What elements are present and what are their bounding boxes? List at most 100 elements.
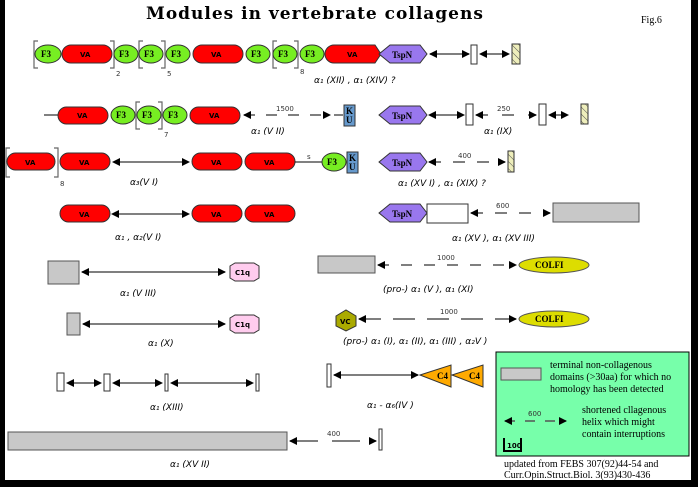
f3-label: F3: [119, 49, 129, 59]
f3-module: [272, 44, 298, 64]
collagen-label: α₁ (IX): [484, 127, 512, 137]
repeat-count: s: [307, 153, 311, 161]
va-module: [57, 106, 109, 125]
c4-label: C4: [437, 371, 448, 381]
nc-small-domain: [326, 363, 332, 388]
repeat-count: 5: [167, 70, 171, 78]
tspn-module: [378, 44, 428, 64]
bracket: [33, 40, 38, 69]
collagen-vii: VA F3 F3 7 F3 VA 1500 K U α₁ (V II): [44, 101, 356, 139]
collagen-ix: TspN 250 α₁ (IX): [378, 103, 589, 137]
nc-small-domain: [164, 373, 169, 392]
hatched-domain: [511, 43, 521, 65]
tspn-module: [378, 105, 428, 125]
bracket: [54, 147, 59, 178]
f3-module: [299, 44, 325, 64]
bracket: [161, 40, 166, 69]
reference-text: updated from FEBS 307(92)44-54 and: [504, 459, 658, 470]
c4-module: [418, 364, 452, 388]
va-label: VA: [211, 159, 222, 167]
f3-module: [245, 44, 271, 64]
legend-text: contain interruptions: [582, 429, 665, 440]
va-label: VA: [25, 159, 36, 167]
legend-text: helix which might: [582, 417, 655, 428]
f3-module: [113, 44, 139, 64]
bracket: [294, 40, 299, 69]
nc-grey-domain: [47, 260, 80, 285]
page-title: Modules in vertebrate collagens: [146, 4, 484, 24]
c1q-module: [229, 314, 260, 334]
collagen-label: α₃(V I): [130, 178, 158, 188]
collagen-label: α₁ (XII) , α₁ (XIV) ?: [314, 76, 396, 86]
f3-module: [321, 152, 347, 172]
f3-module: [165, 44, 191, 64]
nc-grey-domain: [66, 312, 81, 336]
f3-module: [34, 44, 62, 64]
collagen-xii-xiv: F3 VA 2 F3 F3 5 F3 VA F3 F3 8 F3 VA TspN…: [33, 40, 521, 86]
ku-module: [343, 104, 356, 127]
collagen-label: α₁ , α₂(V I): [115, 233, 161, 243]
nc-small-domain: [538, 103, 547, 126]
va-label: VA: [79, 159, 90, 167]
helix-length: 400: [327, 430, 340, 438]
collagen-vi-alpha1-alpha2: VA VA VA α₁ , α₂(V I): [59, 204, 296, 243]
ku-label: U: [349, 162, 356, 172]
legend-text: terminal non-collagenous: [550, 360, 652, 371]
tspn-module: [378, 152, 428, 172]
legend-scale-bar: [503, 438, 522, 452]
va-module: [59, 204, 111, 223]
tspn-label: TspN: [392, 158, 413, 168]
repeat-count: 8: [300, 68, 304, 76]
collagen-x: C1q α₁ (X): [66, 312, 260, 349]
helix-length: 600: [496, 202, 509, 210]
legend-nc-swatch: [500, 367, 542, 381]
va-module: [191, 152, 243, 171]
va-module: [191, 204, 243, 223]
repeat-count: 7: [164, 131, 168, 139]
collagen-label: α₁ (X): [148, 339, 174, 349]
legend-scale-label: 100: [507, 442, 522, 450]
collagen-xiii: α₁ (XIII): [56, 372, 260, 413]
collagen-fibrillar: VC 1000 COLFI (pro-) α₁ (I), α₁ (II), α₁…: [335, 308, 590, 347]
c4-label: C4: [469, 371, 480, 381]
f3-module: [138, 44, 164, 64]
ku-label: U: [346, 115, 353, 125]
f3-label: F3: [144, 49, 154, 59]
c1q-label: C1q: [235, 269, 250, 277]
tspn-label: TspN: [392, 209, 413, 219]
vc-module: [335, 309, 357, 332]
f3-module: [162, 105, 188, 125]
colfi-module: [518, 256, 590, 274]
f3-label: F3: [251, 49, 261, 59]
colfi-label: COLFI: [535, 314, 564, 324]
va-label: VA: [264, 211, 275, 219]
repeat-count: 8: [60, 180, 64, 188]
c4-module: [450, 364, 484, 388]
bracket: [5, 147, 10, 178]
nc-grey-domain: [317, 255, 376, 274]
collagen-label: α₁ - α₆(IV ): [367, 401, 414, 411]
nc-small-domain: [465, 103, 474, 126]
collagen-label: (pro-) α₁ (I), α₁ (II), α₁ (III) , α₂V ): [343, 337, 487, 347]
va-label: VA: [264, 159, 275, 167]
va-module: [192, 44, 244, 64]
collagen-vi-alpha3: VA 8 VA VA VA s F3 K U α₃(V I): [5, 147, 359, 188]
va-label: VA: [77, 112, 88, 120]
ku-module: [346, 151, 359, 174]
helix-length: 400: [458, 152, 471, 160]
ku-label: K: [346, 106, 353, 116]
collagen-iv: C4 C4 α₁ - α₆(IV ): [326, 363, 484, 411]
collagen-label: α₁ (XV ), α₁ (XV III): [452, 234, 535, 244]
nc-white-domain: [426, 203, 469, 224]
f3-label: F3: [305, 49, 315, 59]
va-module: [244, 204, 296, 223]
f3-label: F3: [278, 49, 288, 59]
repeat-count: 2: [116, 70, 120, 78]
va-label: VA: [211, 211, 222, 219]
collagen-label: α₁ (V III): [120, 289, 156, 299]
bracket: [158, 101, 163, 130]
f3-label: F3: [168, 110, 178, 120]
collagen-label: α₁ (XIII): [150, 403, 184, 413]
collagen-label: α₁ (XV I) , α₁ (XIX) ?: [398, 179, 486, 189]
collagen-viii: C1q α₁ (V III): [47, 260, 260, 299]
